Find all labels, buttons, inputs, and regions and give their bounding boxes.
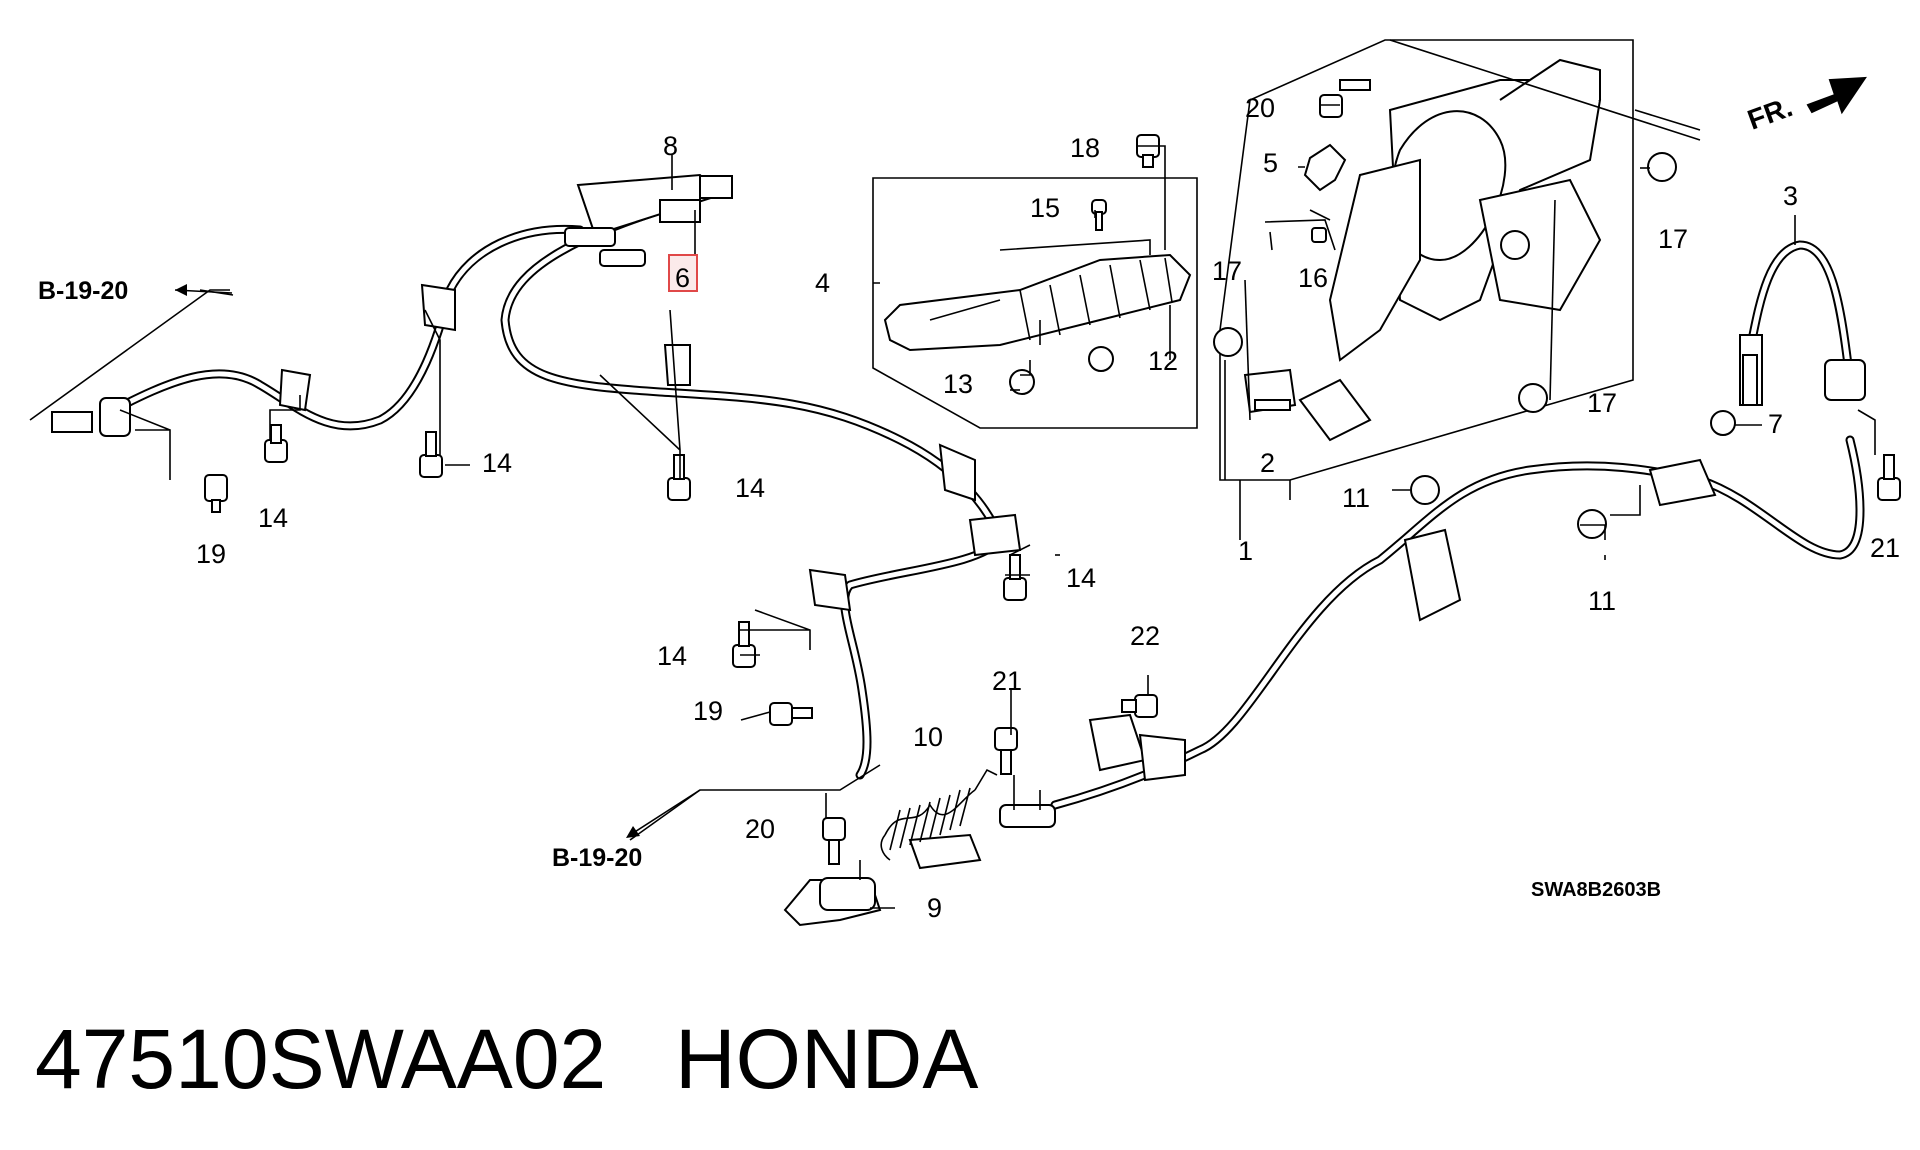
- callout-15: 15: [1030, 193, 1060, 223]
- callout-14c: 14: [735, 473, 765, 503]
- callout-11a: 11: [1342, 483, 1370, 513]
- callout-11b: 11: [1588, 586, 1616, 616]
- bracket-9: [783, 877, 882, 927]
- callout-14a: 14: [258, 503, 288, 533]
- cover-plate-4-group: [872, 177, 1198, 429]
- callout-17a: 17: [1212, 256, 1242, 286]
- callout-21a: 21: [992, 666, 1022, 696]
- left-rear-cable: [103, 224, 585, 431]
- cable-3: [1747, 240, 1853, 370]
- reference-label-bottom: B-19-20: [552, 844, 642, 872]
- callout-19a: 19: [196, 539, 226, 569]
- callout-14e: 14: [657, 641, 687, 671]
- callout-14d: 14: [1066, 563, 1096, 593]
- leader-lines: [29, 39, 1876, 909]
- callout-9: 9: [927, 893, 942, 923]
- callout-17b: 17: [1658, 224, 1688, 254]
- callout-22: 22: [1130, 621, 1160, 651]
- pedal-assembly-1: [1219, 39, 1634, 481]
- spring-10: [880, 768, 998, 861]
- callout-8: 8: [663, 131, 678, 161]
- callout-18: 18: [1070, 133, 1100, 163]
- callout-14b: 14: [482, 448, 512, 478]
- callout-20a: 20: [1245, 93, 1275, 123]
- front-arrow-icon: [1806, 76, 1867, 115]
- right-rear-cable: [500, 195, 1005, 780]
- brand-title: HONDA: [675, 1012, 978, 1106]
- part-number-title: 47510SWAA02: [35, 1012, 606, 1106]
- front-direction-indicator: FR.: [1743, 76, 1867, 136]
- callout-6: 6: [675, 263, 690, 293]
- reference-label-top: B-19-20: [38, 277, 128, 305]
- drawing-code: SWA8B2603B: [1531, 879, 1661, 901]
- callout-13: 13: [943, 369, 973, 399]
- callout-2: 2: [1260, 448, 1275, 478]
- highlight-box: [668, 254, 698, 292]
- callout-4: 4: [815, 268, 830, 298]
- callout-labels: 1 2 3 4 5 6 7 8 9 10 11 11 12 13 14 14 1…: [196, 93, 1900, 923]
- callout-1: 1: [1238, 536, 1253, 566]
- cable-end-fittings: [51, 173, 1866, 870]
- callout-17c: 17: [1587, 388, 1617, 418]
- callout-21b: 21: [1870, 533, 1900, 563]
- callout-3: 3: [1783, 181, 1798, 211]
- callout-20b: 20: [745, 814, 775, 844]
- callout-10: 10: [913, 722, 943, 752]
- callout-5: 5: [1263, 148, 1278, 178]
- fasteners: [204, 79, 1901, 865]
- callout-16: 16: [1298, 263, 1328, 293]
- reference-arrow-bottom: [629, 789, 701, 836]
- callout-19b: 19: [693, 696, 723, 726]
- callout-7: 7: [1768, 409, 1783, 439]
- front-label: FR.: [1743, 91, 1796, 136]
- reference-labels: B-19-20 B-19-20: [38, 277, 701, 872]
- front-cable: [1050, 435, 1865, 810]
- callout-12: 12: [1148, 346, 1178, 376]
